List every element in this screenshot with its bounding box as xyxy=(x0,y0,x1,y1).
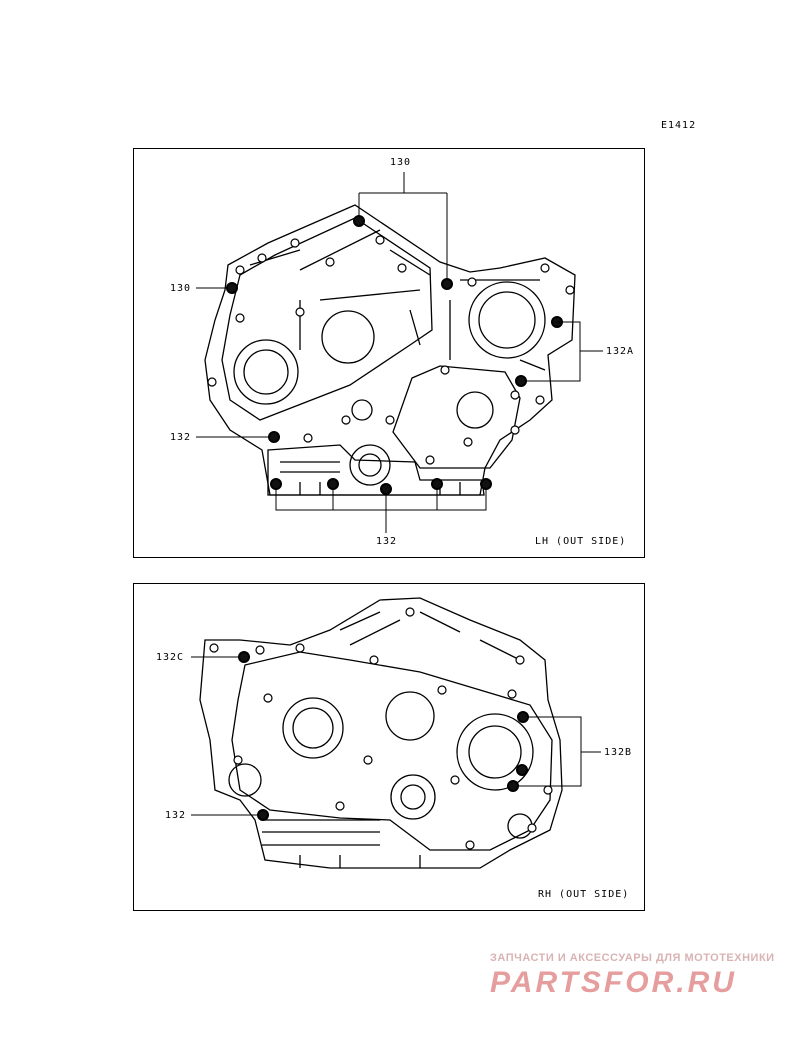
rh-side-label: RH (OUT SIDE) xyxy=(538,889,630,900)
lh-callout-130-left: 130 xyxy=(170,283,192,294)
rh-callout-132c: 132C xyxy=(156,652,185,663)
figure-code: E1412 xyxy=(661,120,697,131)
rh-bolt-132b-b xyxy=(516,764,528,776)
rh-bolt-132 xyxy=(257,809,269,821)
rh-callout-132b: 132B xyxy=(604,747,633,758)
lh-side-label: LH (OUT SIDE) xyxy=(535,536,627,547)
rh-bolt-132c xyxy=(238,651,250,663)
lh-callout-130-top: 130 xyxy=(390,157,412,168)
watermark-brand-logo: PARTSFOR.RU xyxy=(490,966,737,999)
watermark-tagline: ЗАПЧАСТИ И АКСЕССУАРЫ ДЛЯ МОТОТЕХНИКИ xyxy=(490,952,775,964)
rh-callout-132: 132 xyxy=(165,810,187,821)
rh-crankcase-outline xyxy=(199,597,563,869)
lh-callout-132-left: 132 xyxy=(170,432,192,443)
rh-bolt-132b-c xyxy=(507,780,519,792)
lh-callout-132a: 132A xyxy=(606,346,635,357)
lh-callout-132-bottom: 132 xyxy=(376,536,398,547)
rh-bolt-132b-a xyxy=(517,711,529,723)
